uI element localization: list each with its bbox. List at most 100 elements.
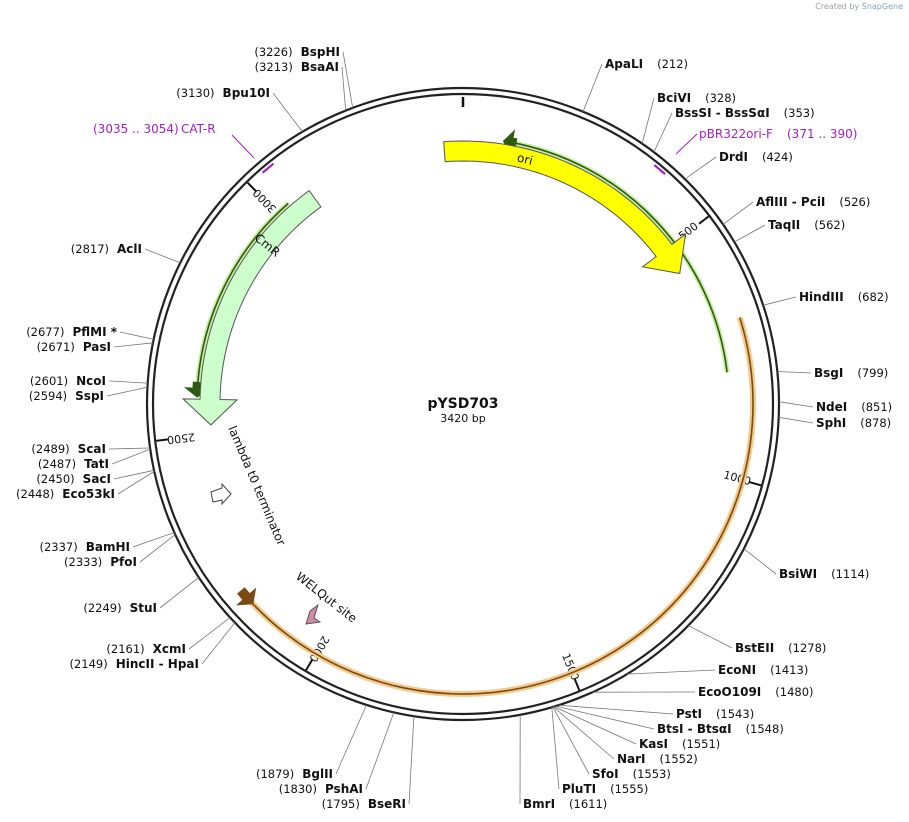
- cat-r-primer-pos: (3035 .. 3054): [93, 122, 179, 136]
- site-name-bmri: BmrI: [523, 797, 555, 811]
- site-name-tati: TatI: [84, 457, 109, 471]
- welqut-site-label: WELQut site: [293, 569, 359, 625]
- site-name-sspi: SspI: [75, 389, 104, 403]
- site-pos-bsgi: (799): [857, 366, 888, 380]
- tick-mark-2500: [156, 438, 169, 442]
- site-pos-pflmi: (2677): [26, 325, 64, 339]
- site-name-eco0109i: EcoO109I: [698, 685, 761, 699]
- site-name-scai: ScaI: [78, 442, 106, 456]
- site-btsi: BtsI - BtsαI (1548): [657, 722, 784, 736]
- site-pshai: PshAI(1830): [279, 782, 363, 796]
- site-name-nari: NarI: [617, 752, 646, 766]
- site-leader-bsteii: [688, 625, 733, 649]
- site-eco0109i: EcoO109I (1480): [698, 685, 814, 699]
- lambda-terminator-arrow: [210, 482, 232, 506]
- site-leader-nari: [553, 706, 615, 760]
- site-pos-hindiii: (682): [858, 290, 889, 304]
- plasmid-name: pYSD703: [427, 396, 498, 412]
- site-scai: ScaI (2489): [31, 442, 106, 456]
- feature-green-cmr-head: [184, 381, 211, 398]
- site-sspi: SspI(2594): [29, 389, 104, 403]
- feature-orange-left: [247, 597, 338, 666]
- site-name-drdi: DrdI: [719, 150, 748, 164]
- site-pos-bamhi: (2337): [39, 540, 77, 554]
- site-leader-bsgi: [777, 371, 812, 374]
- site-name-btsi: BtsI - BtsαI: [657, 722, 732, 736]
- site-pos-pluti: (1555): [610, 782, 648, 796]
- site-leader-kasi: [553, 706, 637, 745]
- tick-mark-1500: [573, 678, 581, 691]
- site-name-xcmi: XcmI: [153, 642, 186, 656]
- snapgene-brand: SnapGene: [861, 2, 903, 11]
- tick-mark-2000: [305, 659, 314, 671]
- site-name-ncoi: NcoI: [76, 374, 106, 388]
- site-leader-acli: [144, 248, 181, 264]
- site-pos-ncoi: (2601): [30, 374, 68, 388]
- site-apali: ApaLI(212): [605, 57, 688, 71]
- site-name-bseri: BseRI: [368, 797, 406, 811]
- site-pos-kasi: (1551): [682, 737, 720, 751]
- site-bsiwi: BsiWI(1114): [779, 567, 869, 581]
- site-leader-pshai: [365, 712, 395, 790]
- site-nari: NarI (1552): [617, 752, 698, 766]
- site-name-bamhi: BamHI: [86, 540, 130, 554]
- site-name-psti: PstI: [676, 707, 702, 721]
- site-leader-bamhi: [132, 532, 175, 548]
- pbr322ori-f-primer-label: pBR322ori-F: [699, 127, 773, 141]
- site-name-ndei: NdeI: [816, 400, 847, 414]
- site-pos-bglii: (1879): [256, 767, 294, 781]
- site-leader-bsaai: [341, 66, 347, 111]
- feature-green-ori-glow: [508, 139, 730, 373]
- site-taqii: TaqII(562): [768, 218, 845, 232]
- site-ncoi: NcoI (2601): [30, 374, 106, 388]
- site-drdi: DrdI (424): [719, 150, 793, 164]
- site-eco53ki: Eco53kI(2448): [16, 487, 115, 501]
- site-name-afliii: AflIII - PciI: [756, 195, 825, 209]
- site-leader-eco53ki: [117, 471, 155, 495]
- site-name-pfoi: PfoI: [110, 555, 137, 569]
- site-pos-bsteii: (1278): [788, 641, 826, 655]
- site-pos-nari: (1552): [660, 752, 698, 766]
- site-name-bcivi: BciVI: [657, 91, 691, 105]
- site-pos-hincii: (2149): [69, 657, 107, 671]
- site-pos-eco0109i: (1480): [775, 685, 813, 699]
- tick-label-2500: 2500: [166, 430, 195, 446]
- site-pos-pfoi: (2333): [64, 555, 102, 569]
- site-leader-btsi: [555, 705, 655, 730]
- feature-orange-right: [324, 317, 754, 695]
- site-name-acli: AclI: [117, 242, 142, 256]
- site-pos-btsi: (1548): [746, 722, 784, 736]
- site-bsaai: BsaAI (3213): [255, 60, 339, 74]
- site-leader-scai: [108, 447, 151, 450]
- site-leader-econi: [626, 669, 716, 675]
- site-bsssi: BssSI - BssSαI(353): [675, 106, 815, 120]
- tick-mark-500: [698, 215, 710, 225]
- ori-label: ori: [516, 151, 535, 168]
- site-name-bsphi: BspHI: [301, 45, 340, 59]
- feature-orange-right-glow: [323, 316, 756, 697]
- site-name-bsteii: BstEII: [735, 641, 774, 655]
- site-name-kasi: KasI: [639, 737, 668, 751]
- site-pos-drdi: (424): [762, 150, 793, 164]
- feature-orange-left-head: [235, 587, 257, 606]
- site-pos-scai: (2489): [31, 442, 69, 456]
- pbr322ori-f-primer-pos: (371 .. 390): [787, 127, 857, 141]
- site-pos-bsaai: (3213): [255, 60, 293, 74]
- site-pos-pshai: (1830): [279, 782, 317, 796]
- backbone-inner-ring: [151, 92, 775, 716]
- site-bmri: BmrI (1611): [523, 797, 607, 811]
- site-leader-pfoi: [139, 534, 176, 563]
- feature-green-ori-head: [502, 129, 518, 156]
- site-leader-ndei: [778, 401, 814, 408]
- site-afliii: AflIII - PciI(526): [756, 195, 870, 209]
- welqut-site-marker: [305, 603, 322, 625]
- feature-green-cmr: [196, 202, 289, 392]
- site-tati: TatI(2487): [38, 457, 109, 471]
- site-pasi: PasI(2671): [37, 340, 111, 354]
- site-name-bsaai: BsaAI: [301, 60, 339, 74]
- site-leader-drdi: [684, 156, 717, 180]
- site-pos-bmri: (1611): [569, 797, 607, 811]
- site-name-sphi: SphI: [816, 416, 846, 430]
- site-name-bpu10i: Bpu10I: [223, 86, 270, 100]
